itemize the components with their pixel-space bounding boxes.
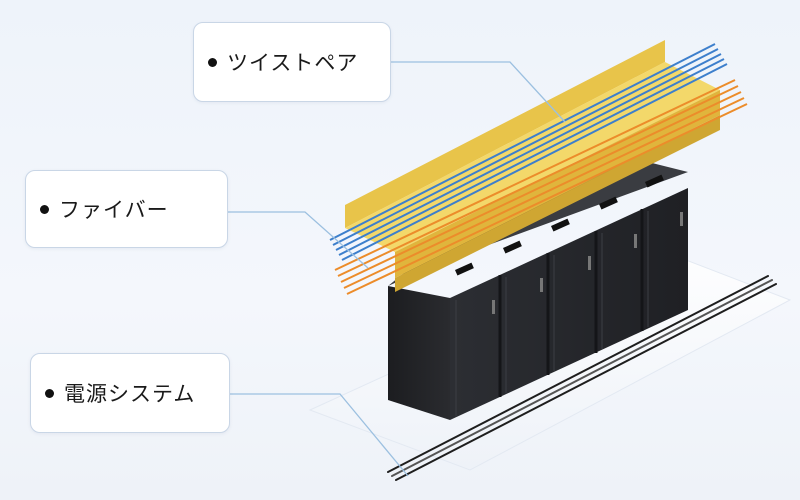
- callout-fiber: ファイバー: [25, 170, 228, 248]
- callout-twisted-pair: ツイストペア: [193, 22, 391, 102]
- power-cables: [387, 275, 777, 481]
- fiber-cables: [334, 79, 748, 295]
- bullet-dot-icon: [45, 388, 54, 398]
- leader-lines: [228, 61, 566, 477]
- server-rack-row: [388, 160, 688, 420]
- callout-power-system: 電源システム: [30, 353, 230, 433]
- label-power-system: 電源システム: [64, 382, 196, 406]
- bullet-dot-icon: [40, 204, 49, 214]
- label-twisted-pair: ツイストペア: [227, 51, 359, 75]
- twisted-pair-cables: [329, 43, 728, 261]
- label-fiber: ファイバー: [59, 198, 169, 222]
- fiber-tray: [334, 79, 748, 295]
- twisted-pair-tray: [329, 40, 728, 261]
- bullet-dot-icon: [208, 57, 217, 67]
